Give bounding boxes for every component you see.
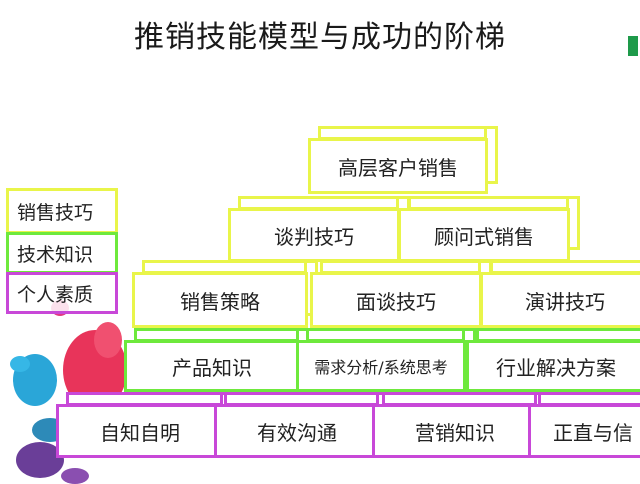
- block-label: 有效沟通: [214, 404, 380, 458]
- block-effective-communication: 有效沟通: [214, 392, 390, 458]
- block-interview-skills: 面谈技巧: [310, 260, 492, 330]
- legend-label: 个人素质: [17, 283, 94, 306]
- block-negotiation-skills: 谈判技巧: [228, 196, 410, 262]
- block-product-knowledge: 产品知识: [124, 328, 310, 392]
- legend-item-technical-knowledge: 技术知识: [6, 232, 118, 274]
- legend-label: 技术知识: [17, 243, 94, 266]
- block-label: 正直与信: [528, 404, 640, 458]
- block-sales-strategy: 销售策略: [132, 260, 318, 330]
- block-label: 需求分析/系统思考: [296, 340, 466, 392]
- block-presentation-skills: 演讲技巧: [480, 260, 640, 330]
- block-label: 营销知识: [372, 404, 538, 458]
- block-marketing-knowledge: 营销知识: [372, 392, 548, 458]
- block-self-awareness: 自知自明: [56, 392, 234, 458]
- block-label: 谈判技巧: [228, 208, 400, 262]
- block-needs-analysis-systems-thinking: 需求分析/系统思考: [296, 328, 476, 392]
- legend-label: 销售技巧: [17, 201, 94, 224]
- block-label: 顾问式销售: [398, 208, 570, 262]
- block-label: 自知自明: [56, 404, 224, 458]
- block-label: 面谈技巧: [310, 272, 482, 328]
- legend-item-personal-quality: 个人素质: [6, 272, 118, 314]
- page-title: 推销技能模型与成功的阶梯: [134, 20, 506, 55]
- block-label: 销售策略: [132, 272, 308, 328]
- block-high-level-client-sales: 高层客户销售: [308, 126, 498, 196]
- block-label: 行业解决方案: [466, 340, 640, 392]
- block-label: 高层客户销售: [308, 138, 488, 194]
- block-label: 演讲技巧: [480, 272, 640, 328]
- paint-splatter-decoration-corner: [628, 36, 638, 56]
- block-label: 产品知识: [124, 340, 300, 392]
- block-consultative-selling: 顾问式销售: [398, 196, 580, 262]
- block-industry-solutions: 行业解决方案: [466, 328, 640, 392]
- legend-item-sales-skills: 销售技巧: [6, 188, 118, 234]
- block-integrity: 正直与信: [528, 392, 640, 458]
